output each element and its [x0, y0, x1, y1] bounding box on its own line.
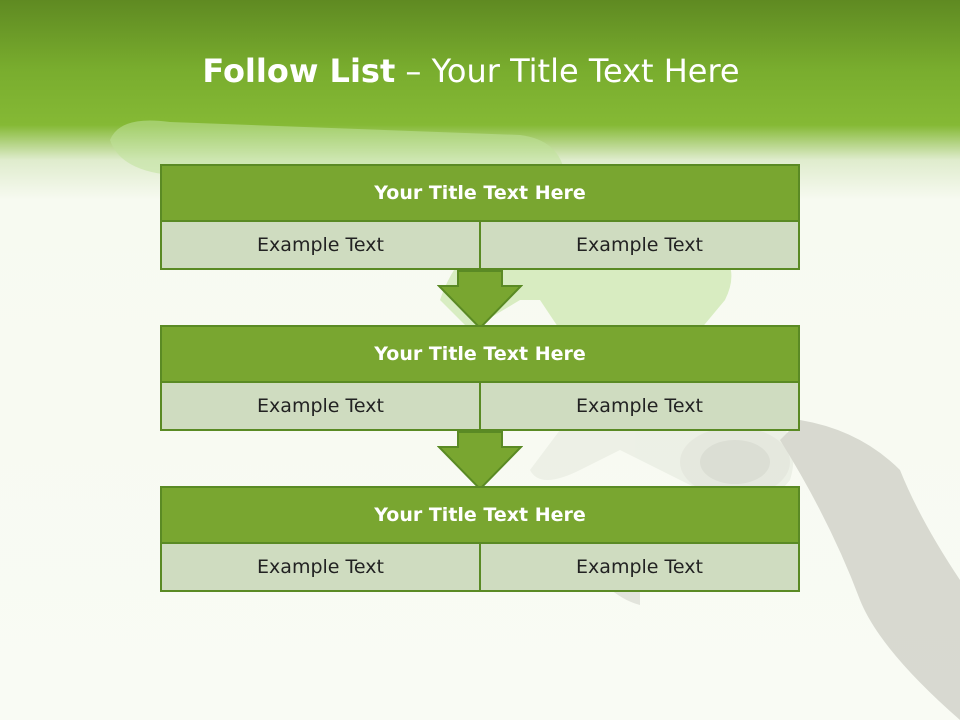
block-cell-left: Example Text — [162, 383, 479, 429]
block-cell-left: Example Text — [162, 222, 479, 268]
block-title: Your Title Text Here — [162, 488, 798, 544]
slide-title: Follow List – Your Title Text Here — [0, 52, 942, 90]
block-cell-right: Example Text — [479, 383, 798, 429]
down-arrow-icon — [437, 431, 523, 491]
block-title: Your Title Text Here — [162, 166, 798, 222]
down-arrow-icon — [437, 270, 523, 330]
block-title: Your Title Text Here — [162, 327, 798, 383]
block-row: Example Text Example Text — [162, 383, 798, 429]
block-row: Example Text Example Text — [162, 222, 798, 268]
list-block-3: Your Title Text Here Example Text Exampl… — [160, 486, 800, 592]
title-bold: Follow List — [202, 52, 396, 90]
block-cell-left: Example Text — [162, 544, 479, 590]
list-block-2: Your Title Text Here Example Text Exampl… — [160, 325, 800, 431]
title-rest: – Your Title Text Here — [405, 52, 740, 90]
list-block-1: Your Title Text Here Example Text Exampl… — [160, 164, 800, 270]
block-cell-right: Example Text — [479, 222, 798, 268]
block-row: Example Text Example Text — [162, 544, 798, 590]
block-cell-right: Example Text — [479, 544, 798, 590]
